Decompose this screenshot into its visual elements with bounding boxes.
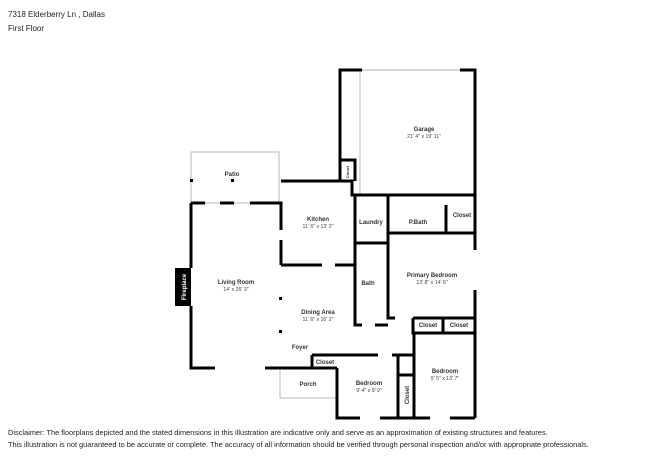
- address: 7318 Elderberry Ln , Dallas: [8, 10, 105, 19]
- columns: [190, 179, 282, 333]
- primary-bedroom-dims: 13' 8" x 14' 6": [416, 280, 447, 286]
- living-room-dims: 14' x 26' 3": [223, 287, 248, 293]
- foyer-label: Foyer: [292, 345, 309, 351]
- garage-label: Garage: [414, 127, 435, 133]
- garage-closet-label: Closet: [345, 165, 350, 178]
- bath-label: Bath: [361, 281, 375, 287]
- bedroom-3-label: Bedroom: [432, 369, 458, 375]
- floor-label: First Floor: [8, 24, 44, 33]
- fireplace: [175, 268, 191, 306]
- bedroom-2-label: Bedroom: [356, 381, 382, 387]
- patio-outline: [190, 151, 280, 204]
- kitchen-dims: 11' 6" x 13' 2": [303, 224, 334, 230]
- disclaimer-line-2: This illustration is not guaranteed to b…: [8, 440, 589, 449]
- living-room-label: Living Room: [218, 280, 254, 286]
- patio-label: Patio: [225, 172, 240, 178]
- dining-area-dims: 11' 6" x 16' 2": [303, 317, 334, 323]
- pbath-label: P.Bath: [409, 220, 428, 226]
- porch-label: Porch: [299, 382, 316, 388]
- pbath-closet-label: Closet: [453, 213, 471, 219]
- dining-area-label: Dining Area: [301, 310, 335, 316]
- laundry-label: Laundry: [359, 220, 383, 226]
- closet-c-label: Closet: [405, 386, 411, 404]
- walls: [189, 68, 477, 420]
- disclaimer-line-1: Disclaimer: The floorplans depicted and …: [8, 428, 548, 437]
- bedroom-2-dims: 9' 4" x 9' 9": [356, 388, 382, 394]
- primary-bedroom-label: Primary Bedroom: [407, 273, 457, 279]
- garage-dims: 21' 4" x 19' 11": [407, 134, 441, 140]
- closet-a-label: Closet: [419, 323, 437, 329]
- closet-b-label: Closet: [450, 323, 468, 329]
- bedroom-3-dims: 9' 5" x 13' 7": [431, 376, 460, 382]
- foyer-closet-label: Closet: [316, 360, 334, 366]
- fireplace-label: Fireplace: [182, 273, 188, 300]
- kitchen-label: Kitchen: [307, 217, 329, 223]
